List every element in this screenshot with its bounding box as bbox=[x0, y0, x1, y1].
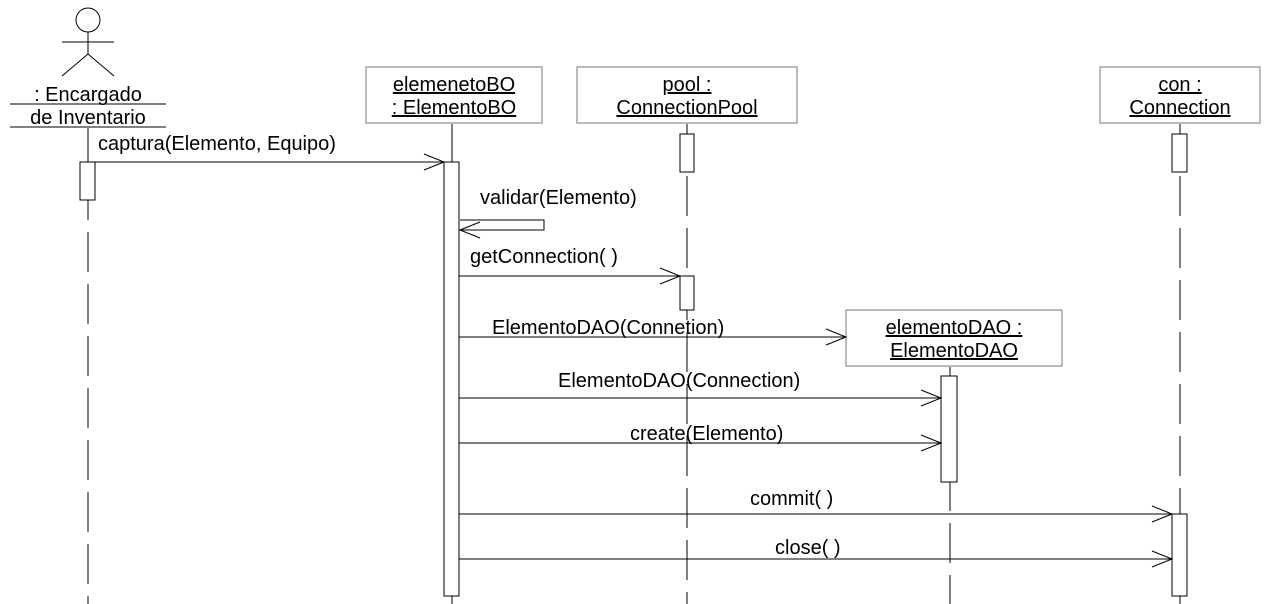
activation-dao bbox=[940, 375, 958, 483]
actor-name-line1: : Encargado bbox=[34, 84, 142, 106]
actor-name-line2: de Inventario bbox=[30, 107, 146, 129]
message-getconnection bbox=[459, 267, 682, 285]
message-label-commit: commit( ) bbox=[750, 488, 833, 510]
message-label-validar: validar(Elemento) bbox=[480, 187, 637, 209]
message-label-captura: captura(Elemento, Equipo) bbox=[98, 133, 336, 155]
object-box-dao: elementoDAO : ElementoDAO bbox=[845, 309, 1063, 367]
actor-icon bbox=[61, 7, 115, 77]
message-label-getconnection: getConnection( ) bbox=[470, 246, 618, 268]
message-label-create: create(Elemento) bbox=[630, 423, 783, 445]
object-bo-line1: elemenetoBO bbox=[393, 74, 515, 96]
object-con-line2: Connection bbox=[1129, 97, 1230, 119]
activation-pool-2 bbox=[679, 275, 695, 311]
activation-bo bbox=[443, 161, 460, 597]
activation-con-1 bbox=[1171, 133, 1188, 173]
message-label-create-dao: ElementoDAO(Connetion) bbox=[492, 317, 724, 339]
object-dao-line2: ElementoDAO bbox=[890, 340, 1018, 362]
activation-con-2 bbox=[1171, 513, 1188, 597]
object-bo-line2: : ElementoBO bbox=[392, 97, 517, 119]
object-box-pool: pool : ConnectionPool bbox=[576, 66, 798, 124]
object-box-con: con : Connection bbox=[1099, 66, 1261, 124]
message-validar bbox=[458, 219, 545, 239]
message-create bbox=[459, 434, 943, 452]
message-create-dao bbox=[459, 328, 848, 346]
object-pool-line2: ConnectionPool bbox=[616, 97, 757, 119]
object-dao-line1: elementoDAO : bbox=[886, 317, 1023, 339]
message-close bbox=[459, 550, 1174, 568]
activation-pool-1 bbox=[679, 133, 695, 173]
message-elementodao bbox=[459, 389, 943, 407]
object-con-line1: con : bbox=[1158, 74, 1201, 96]
object-box-bo: elemenetoBO : ElementoBO bbox=[365, 66, 543, 124]
object-pool-line1: pool : bbox=[663, 74, 712, 96]
activation-actor bbox=[79, 161, 96, 201]
message-label-elementodao: ElementoDAO(Connection) bbox=[558, 370, 800, 392]
message-captura bbox=[95, 153, 446, 171]
message-label-close: close( ) bbox=[775, 537, 841, 559]
message-commit bbox=[459, 505, 1174, 523]
